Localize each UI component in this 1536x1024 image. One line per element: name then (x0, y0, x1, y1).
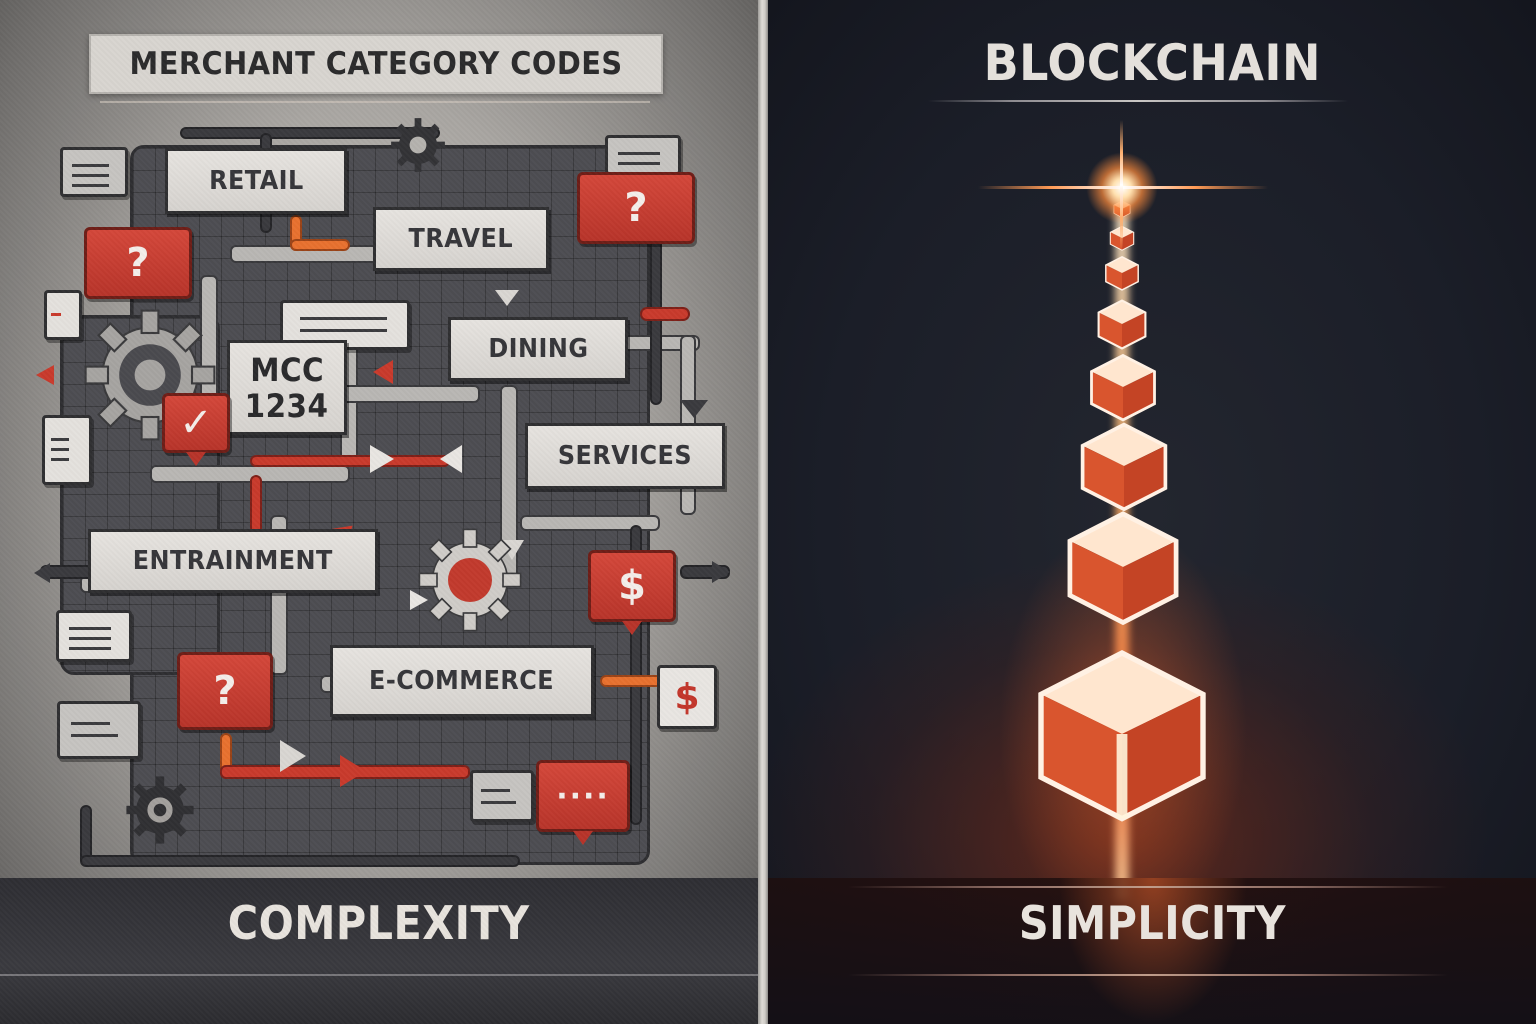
gear-icon (415, 525, 525, 635)
red-flow-path (250, 455, 450, 467)
question-mark-icon: ? (177, 652, 273, 730)
mcc-title-banner: MERCHANT CATEGORY CODES (89, 34, 663, 94)
connector-pipe (520, 515, 660, 531)
complexity-footer: COMPLEXITY (0, 878, 758, 1024)
ellipsis-chat-icon: ···· (536, 760, 630, 832)
footer-rule (0, 974, 758, 976)
category-label-dining: DINING (448, 317, 628, 381)
gear-icon (390, 117, 446, 173)
red-left-arrow-icon (36, 365, 54, 385)
chat-bubble-icon (470, 770, 534, 822)
dark-left-arrow-icon (34, 563, 50, 583)
chat-bubble-icon (60, 147, 128, 197)
footer-glow (1058, 878, 1248, 1024)
gear-icon (125, 775, 195, 845)
blockchain-title: BLOCKCHAIN (983, 34, 1321, 92)
check-mark-icon: ✓ (162, 393, 230, 453)
lens-flare (1120, 120, 1123, 250)
complexity-panel: MERCHANT CATEGORY CODES (0, 0, 758, 1024)
chat-bubble-icon (57, 701, 141, 759)
block-cube-icon (1062, 508, 1184, 626)
mcc-maze-diagram: RETAIL TRAVEL DINING SERVICES ENTRAINMEN… (34, 115, 740, 875)
connector-pipe (180, 127, 440, 139)
white-left-arrow-icon (440, 445, 462, 473)
footer-rule (848, 886, 1448, 888)
document-icon (44, 290, 82, 340)
dollar-sign-icon: $ (588, 550, 676, 622)
block-cube-icon (1086, 352, 1160, 422)
orange-flow-path (290, 239, 350, 251)
mcc-code-card: MCC 1234 (227, 340, 347, 435)
block-cube-icon (1094, 298, 1150, 350)
down-arrow-icon (680, 400, 708, 418)
simplicity-panel: BLOCKCHAIN (768, 0, 1536, 1024)
white-right-arrow-icon (370, 445, 394, 473)
connector-pipe (80, 855, 520, 867)
block-cube-icon (1032, 644, 1212, 824)
simplicity-label: SIMPLICITY (1018, 896, 1286, 950)
question-mark-icon: ? (577, 172, 695, 244)
red-pill-connector (640, 307, 690, 321)
title-underline (928, 100, 1348, 102)
category-label-entertainment: ENTRAINMENT (88, 529, 378, 593)
panel-divider (758, 0, 768, 1024)
block-cube-icon (1076, 420, 1172, 512)
document-icon (56, 610, 132, 662)
mcc-title: MERCHANT CATEGORY CODES (129, 46, 623, 82)
white-right-arrow-icon (280, 740, 306, 772)
dollar-document-icon: $ (657, 665, 717, 729)
simplicity-footer: SIMPLICITY (768, 878, 1536, 1024)
question-mark-icon: ? (84, 227, 192, 299)
document-icon (605, 135, 681, 175)
dark-right-arrow-icon (712, 561, 730, 583)
category-label-travel: TRAVEL (373, 207, 549, 271)
block-cube-icon (1103, 255, 1141, 291)
white-right-arrow-icon (410, 590, 428, 610)
category-label-ecommerce: E-COMMERCE (330, 645, 594, 717)
category-label-retail: RETAIL (165, 148, 347, 214)
category-label-services: SERVICES (525, 423, 725, 489)
red-left-arrow-icon (373, 360, 393, 384)
complexity-label: COMPLEXITY (228, 896, 530, 950)
title-underline (100, 101, 650, 103)
document-icon (42, 415, 92, 485)
red-right-arrow-icon (340, 755, 366, 787)
footer-rule (848, 974, 1448, 976)
lens-flare (978, 186, 1268, 189)
down-arrow-icon (495, 290, 519, 306)
